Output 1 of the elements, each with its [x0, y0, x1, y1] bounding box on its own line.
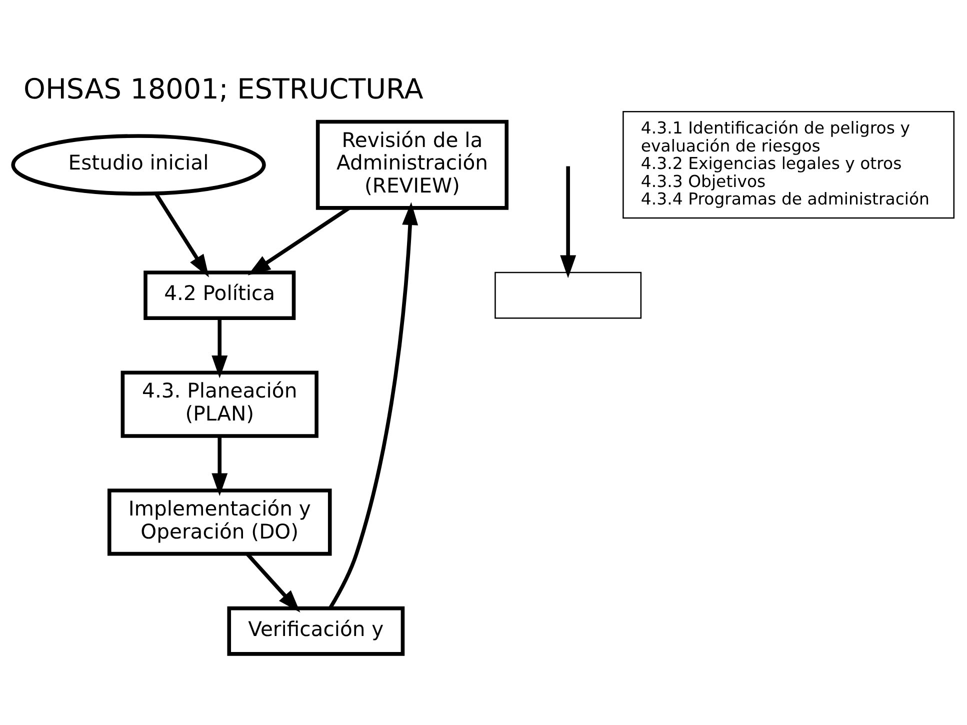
diagram-title: OHSAS 18001; ESTRUCTURA [24, 72, 424, 106]
